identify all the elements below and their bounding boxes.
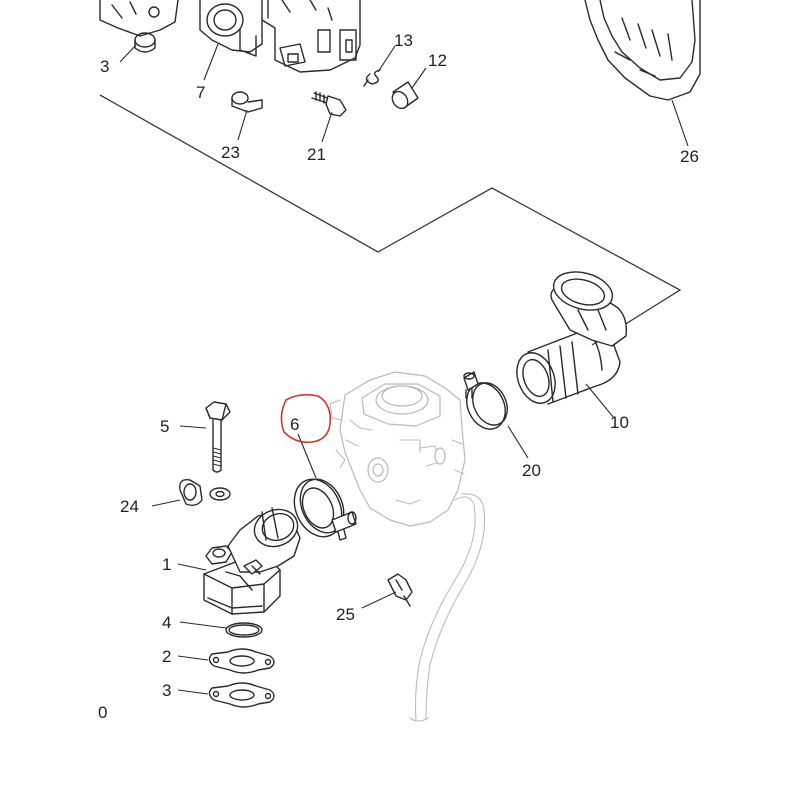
callout-20: 20: [522, 461, 541, 480]
part-20-clamp: [463, 371, 529, 459]
part-5-bolt: [179, 401, 231, 473]
part-21-bolt: [311, 91, 347, 143]
callout-6: 6: [290, 415, 299, 434]
callout-3: 3: [162, 681, 171, 700]
callout-21: 21: [307, 145, 326, 164]
callout-left-edge: 0: [98, 703, 107, 722]
bushing-partial: [119, 32, 156, 63]
part-26-airbox: [584, 0, 701, 147]
callout-7: 7: [196, 83, 205, 102]
part-10-air-duct: [516, 271, 628, 419]
callout-4: 4: [162, 613, 171, 632]
carburetor: [329, 371, 486, 722]
part-3-gasket: [177, 682, 275, 708]
callout-23: 23: [221, 143, 240, 162]
part-23-bushing: [231, 91, 263, 141]
part-25-clip: [361, 573, 413, 609]
callout-2: 2: [162, 647, 171, 666]
callout-24: 24: [120, 497, 139, 516]
cylinder-head-fragment: [99, 0, 361, 73]
part-12-cap: [391, 67, 427, 110]
part-2-gasket: [177, 648, 275, 674]
part-1-intake-manifold: [177, 507, 301, 615]
highlight-marker-6: [280, 393, 332, 444]
callout-1: 1: [162, 555, 171, 574]
callout-26: 26: [680, 147, 699, 166]
part-6-clamp: [293, 433, 357, 541]
callout-5: 5: [160, 417, 169, 436]
callout-10: 10: [610, 413, 629, 432]
part-24-clamp: [151, 479, 231, 507]
part-4-o-ring: [179, 621, 263, 638]
callout-13: 13: [394, 31, 413, 50]
callout-25: 25: [336, 605, 355, 624]
callout-3-partial: 3: [100, 57, 109, 76]
callout-12: 12: [428, 51, 447, 70]
part-13-clip: [363, 45, 396, 87]
reference-frame: [99, 94, 682, 346]
